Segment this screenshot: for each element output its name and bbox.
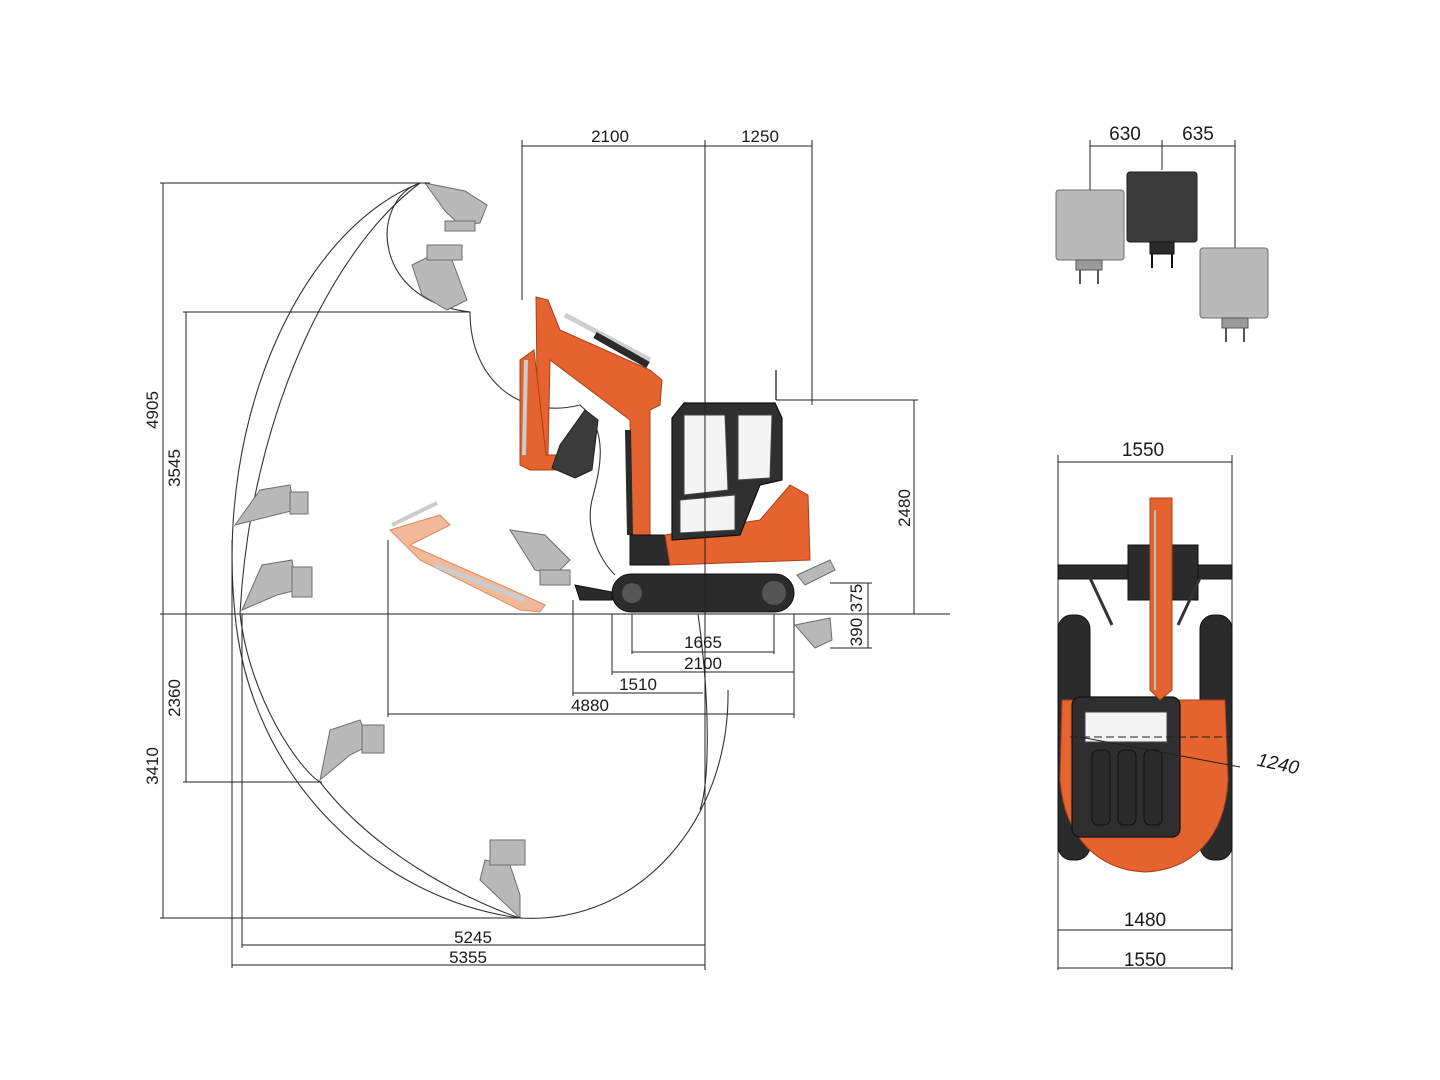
cab-window-door: [679, 494, 736, 534]
dim-2100-track: 2100: [684, 654, 722, 673]
left-envelope-arc: [239, 182, 521, 919]
front-boom: [1149, 497, 1173, 701]
idler-wheel: [622, 583, 642, 603]
dim-2360: 2360: [165, 679, 184, 717]
bucket-left-1: [233, 484, 309, 526]
dim-5245: 5245: [454, 928, 492, 947]
dim-635: 635: [1182, 124, 1214, 145]
right-lower-arc: [697, 613, 708, 811]
bucket-ground: [509, 529, 571, 586]
dim-375: 375: [847, 584, 866, 612]
bucket-bottom: [479, 839, 526, 920]
dim-1240: 1240: [1255, 750, 1301, 779]
dim-390: 390: [847, 618, 866, 646]
dim-4880: 4880: [571, 696, 609, 715]
bucket-positions: [233, 182, 571, 920]
swing-bracket: [629, 534, 671, 566]
sprocket-wheel: [762, 581, 786, 605]
dim-front-1550-top: 1550: [1122, 440, 1164, 461]
bucket-offset-center: [1126, 171, 1198, 268]
dim-4905: 4905: [143, 391, 162, 429]
boom: [535, 296, 663, 546]
dim-3545: 3545: [165, 449, 184, 487]
dim-3410: 3410: [143, 747, 162, 785]
dim-front-1480: 1480: [1124, 910, 1166, 931]
dim-1665: 1665: [684, 633, 722, 652]
front-view: 1550 1240 1480 1550: [1057, 440, 1301, 971]
blade-raised: [796, 559, 836, 586]
dim-front-1550-bottom: 1550: [1124, 950, 1166, 971]
side-dimensions: 2100 1250 4905 3545 2360 3410 2480 375 3…: [143, 127, 918, 970]
outer-reach-arc: [231, 182, 729, 919]
dim-5355: 5355: [449, 948, 487, 967]
cab-window-front: [683, 414, 729, 496]
bucket-offset-right: [1199, 247, 1269, 342]
dim-1510: 1510: [619, 675, 657, 694]
bucket-offset-view: 630 635: [1055, 124, 1269, 342]
dim-top-1250: 1250: [741, 127, 779, 146]
bucket-offset-left: [1055, 189, 1125, 284]
excavator-side: [519, 296, 836, 649]
cab-window-side: [737, 414, 773, 481]
dim-630: 630: [1109, 124, 1141, 145]
working-bucket: [551, 409, 599, 479]
dim-2480: 2480: [895, 489, 914, 527]
ghost-arm: [389, 501, 546, 613]
dim-top-2100: 2100: [591, 127, 629, 146]
bucket-top-2: [411, 244, 468, 311]
dozer-blade: [574, 584, 613, 601]
blade-lowered: [794, 617, 833, 649]
bucket-top-1: [423, 182, 488, 232]
bucket-left-3: [319, 719, 385, 782]
bucket-left-2: [241, 559, 313, 611]
